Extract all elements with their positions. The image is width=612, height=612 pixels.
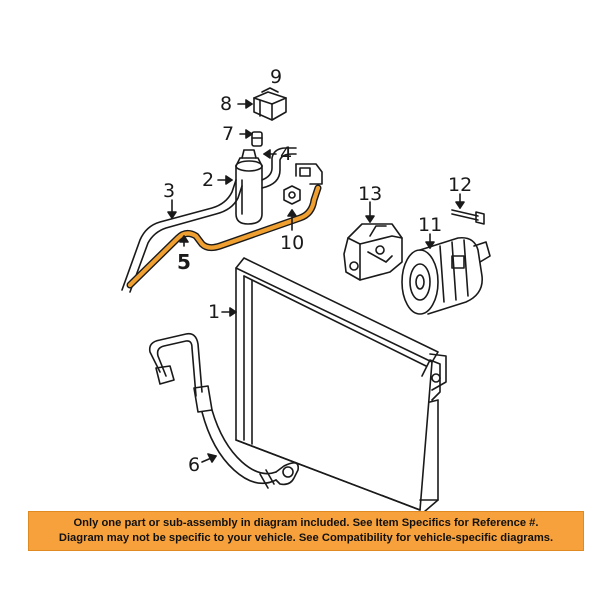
part-13-bracket	[343, 223, 403, 281]
disclaimer-line-2: Diagram may not be specific to your vehi…	[58, 532, 554, 544]
callout-1: 1	[208, 301, 221, 323]
callout-2: 2	[202, 169, 215, 191]
callout-7: 7	[222, 123, 235, 145]
callout-6: 6	[188, 454, 201, 476]
callout-8: 8	[220, 93, 233, 115]
callout-10: 10	[280, 232, 305, 254]
disclaimer-banner: Only one part or sub-assembly in diagram…	[28, 511, 584, 551]
part-12-bolt	[451, 209, 485, 225]
part-11-compressor	[401, 236, 491, 315]
part-8-9-sensor	[253, 87, 287, 121]
part-6-hose	[148, 332, 300, 489]
callout-12: 12	[448, 174, 473, 196]
callout-3: 3	[163, 180, 176, 202]
disclaimer-line-1: Only one part or sub-assembly in diagram…	[73, 517, 539, 529]
part-1-condenser	[235, 257, 447, 513]
callout-5: 5	[177, 250, 191, 274]
part-10-nut	[283, 185, 301, 205]
callout-9: 9	[270, 66, 283, 88]
leader-lines	[167, 99, 465, 463]
callout-13: 13	[358, 183, 383, 205]
callout-4: 4	[280, 143, 293, 165]
part-7-cap	[251, 131, 263, 147]
part-3-line	[121, 147, 297, 293]
part-2-receiver-drier	[235, 149, 263, 225]
callout-11: 11	[418, 214, 443, 236]
line-connector	[295, 163, 323, 185]
part-5-highlighted-line	[126, 184, 322, 289]
